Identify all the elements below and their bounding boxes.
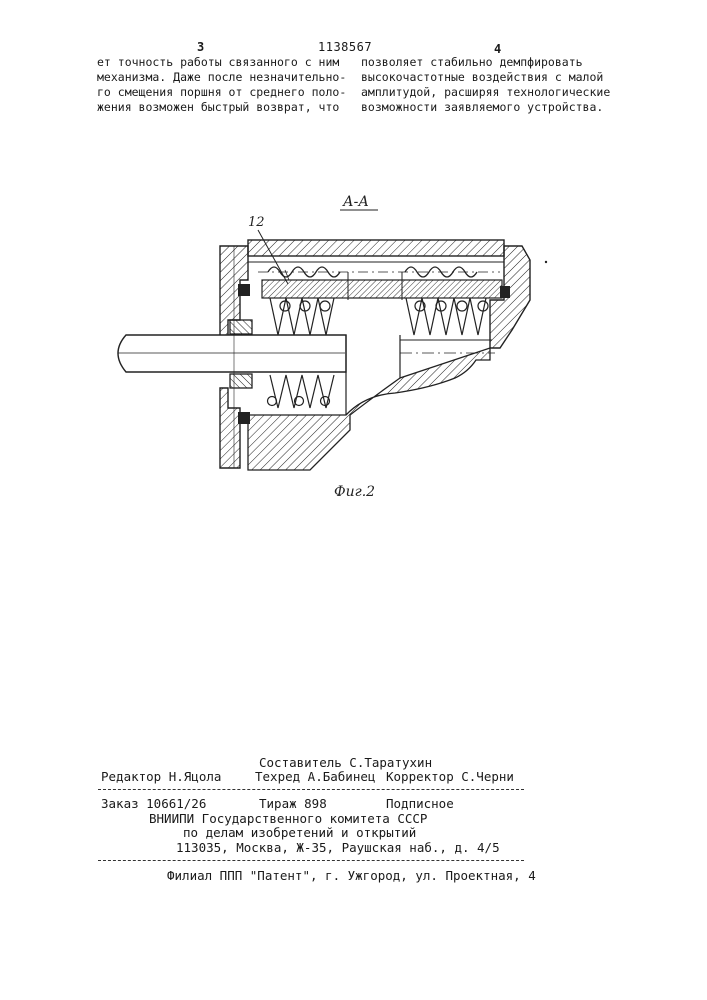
compiler-line: Составитель С.Таратухин (259, 755, 432, 770)
seal-right (500, 286, 510, 298)
seal-lower-left (238, 412, 250, 424)
section-label: А-А (342, 194, 369, 210)
corrector-line: Корректор С.Черни (386, 769, 514, 784)
divider (98, 789, 524, 790)
rod-seal-upper (230, 320, 252, 334)
figure-caption: Фиг.2 (334, 484, 375, 500)
piston-rod (118, 335, 346, 372)
piston-flange (262, 280, 502, 298)
rod-seal-lower (230, 374, 252, 388)
address-line: 113035, Москва, Ж-35, Раушская наб., д. … (176, 840, 500, 855)
branch-line: Филиал ППП "Патент", г. Ужгород, ул. Про… (167, 868, 536, 883)
left-end-cap-lower (220, 388, 240, 468)
housing-top-wall (248, 240, 504, 256)
editor-line: Редактор Н.Яцола (101, 769, 221, 784)
divider (98, 860, 524, 861)
circulation-line: Тираж 898 (259, 796, 327, 811)
order-line: Заказ 10661/26 (101, 796, 206, 811)
org-line-1: ВНИИПИ Государственного комитета СССР (149, 811, 427, 826)
seal-left (238, 284, 250, 296)
techred-line: Техред А.Бабинец (255, 769, 375, 784)
part-label: 12 (248, 215, 265, 230)
org-line-2: по делам изобретений и открытий (183, 825, 416, 840)
subscription-line: Подписное (386, 796, 454, 811)
lower-spring (268, 375, 335, 408)
figure-drawing: А-А 12 (0, 0, 707, 520)
middle-spring (270, 298, 488, 335)
